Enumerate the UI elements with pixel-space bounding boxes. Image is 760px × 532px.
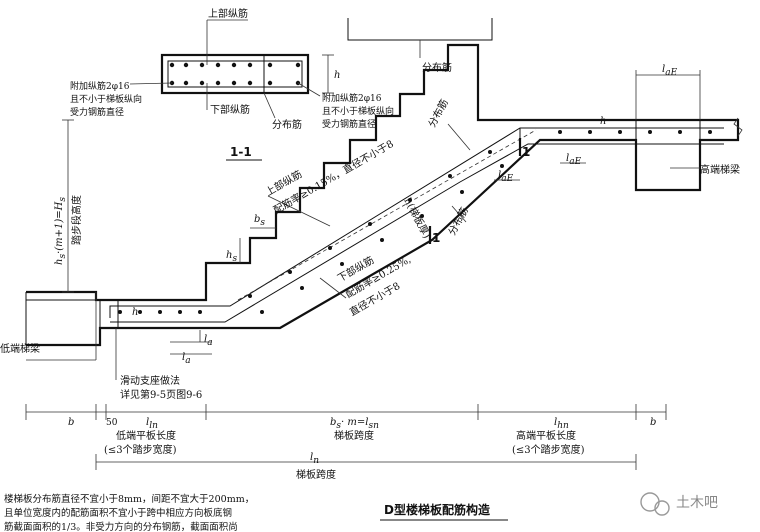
note-line-1: 楼梯板分布筋直径不宜小于8mm，间距不宜大于200mm， — [4, 493, 254, 505]
bottom-longitudinal-bar — [110, 143, 724, 323]
section-1-1: 上部纵筋 下部纵筋 附加纵筋2φ16 且不小于梯板纵向 受力钢筋直径 附加纵筋2… — [70, 7, 394, 161]
wechat-icon — [640, 492, 660, 512]
low-flat-length: 低端平板长度 — [116, 429, 176, 442]
sliding-support — [99, 299, 119, 329]
section-add-left-3: 受力钢筋直径 — [70, 106, 124, 118]
low-flat-limit: (≤3个踏步宽度) — [104, 443, 177, 456]
top-longitudinal-bar — [109, 127, 724, 318]
high-end-beam — [635, 119, 701, 191]
dim-bsm: bs· m=lsn — [330, 417, 379, 431]
high-flat-length: 高端平板长度 — [516, 429, 576, 442]
cut-mark-low: 1 — [432, 231, 440, 245]
section-bars — [169, 62, 301, 86]
low-end-beam-label: 低端梯梁 — [0, 342, 40, 355]
note-line-3: 筋截面面积的1/3。非受力方向的分布钢筋，截面面积尚 — [4, 521, 238, 532]
note-line-2: 且单位宽度内的配筋面积不宜小于跨中相应方向板底钢 — [4, 507, 232, 519]
hs-label: hs — [226, 250, 237, 264]
la-1: la — [204, 334, 213, 348]
sliding-support-label: 滑动支座做法 — [120, 374, 180, 387]
cut-mark-high: 1 — [522, 145, 530, 159]
sliding-support-ref: 详见第9-5页图9-6 — [120, 388, 202, 401]
span-label: 梯板跨度 — [334, 429, 374, 442]
dim-ln: ln — [310, 452, 319, 466]
slab-thickness-label: h(梯板厚) — [401, 195, 433, 240]
dim-b-right: b — [650, 417, 656, 428]
watermark-text: 土木吧 — [676, 495, 718, 511]
section-add-left-1: 附加纵筋2φ16 — [70, 80, 130, 92]
lae-top: laE — [662, 64, 678, 78]
stair-outline — [26, 43, 740, 347]
distribution-bar-dots — [118, 130, 712, 314]
left-h-label: h — [132, 307, 138, 318]
ln-label: 梯板跨度 — [296, 468, 336, 481]
section-title: 1-1 — [230, 145, 252, 159]
lae-mid: laE — [566, 153, 582, 167]
dim-lln: lln — [146, 417, 158, 431]
drawing-caption: D型楼梯板配筋构造 — [384, 502, 491, 517]
section-dist-bar-label: 分布筋 — [272, 118, 302, 131]
section-add-right-2: 且不小于梯板纵向 — [322, 105, 394, 117]
step-height-label: 踏步段高度 — [70, 195, 83, 245]
section-stirrup — [167, 60, 303, 88]
section-add-left-2: 且不小于梯板纵向 — [70, 93, 142, 105]
section-outline — [160, 53, 310, 95]
dist-mid-label: 分布筋 — [445, 205, 471, 238]
step-height-formula: hs·(m+1)=Hs — [54, 197, 68, 265]
high-end-beam-label: 高端梯梁 — [700, 163, 740, 176]
dim-50: 50 — [106, 418, 118, 428]
watermark: 土木吧 — [640, 492, 718, 516]
dim-b-left: b — [68, 417, 74, 428]
la-2: la — [182, 352, 191, 366]
bs-label: bs — [254, 214, 265, 228]
section-bottom-bar-label: 下部纵筋 — [210, 103, 250, 116]
section-add-right-3: 受力钢筋直径 — [322, 118, 376, 130]
lae-low: laE — [498, 170, 514, 184]
dim-lhn: lhn — [554, 417, 569, 431]
section-add-right-1: 附加纵筋2φ16 — [322, 92, 382, 104]
notes: 楼梯板分布筋直径不宜小于8mm，间距不宜大于200mm， 且单位宽度内的配筋面积… — [4, 493, 254, 532]
right-h-label: h — [600, 116, 606, 127]
section-h-label: h — [334, 70, 340, 81]
section-top-bar-label: 上部纵筋 — [208, 7, 248, 20]
dist-right-label: 分布筋 — [425, 97, 451, 130]
span-dimensions: b 50 lln bs· m=lsn lhn b 低端平板长度 (≤3个踏步宽度… — [25, 404, 667, 481]
high-flat-limit: (≤3个踏步宽度) — [512, 443, 585, 456]
